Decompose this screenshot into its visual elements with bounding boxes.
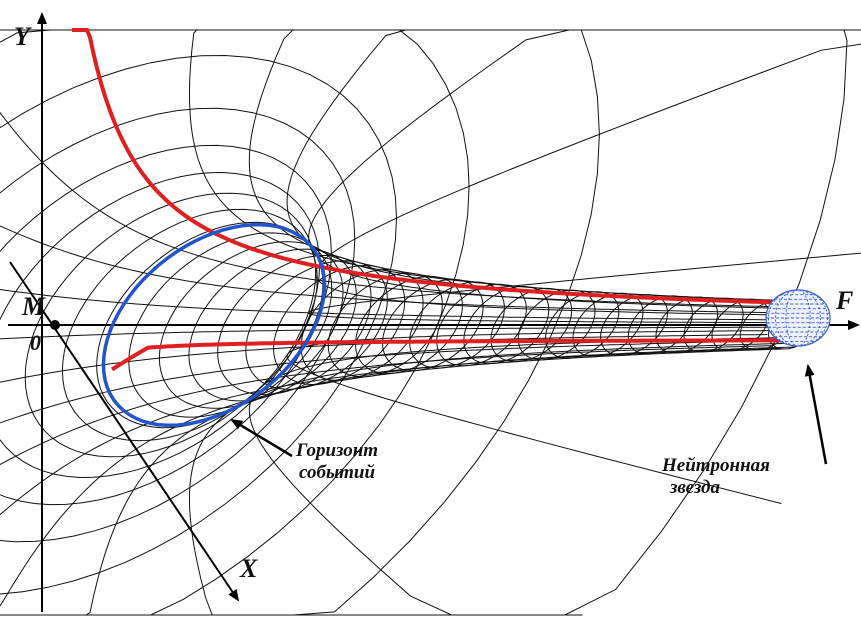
mesh-ring-line bbox=[600, 294, 669, 356]
axis-label-x: X bbox=[240, 554, 258, 583]
mesh-meridian-line bbox=[0, 225, 779, 314]
axis-label-f: F bbox=[836, 286, 854, 315]
neutron-star-meridian bbox=[775, 289, 822, 347]
mesh-meridian-line bbox=[188, 342, 803, 616]
axis-label-y: Y bbox=[14, 22, 30, 51]
mesh-ring-line bbox=[627, 295, 693, 355]
funnel-outline-lower bbox=[110, 338, 799, 372]
mesh-meridian-line bbox=[0, 111, 786, 308]
mesh-ring-line bbox=[683, 297, 744, 353]
mesh-ring-line bbox=[0, 54, 398, 595]
mesh-meridian-line bbox=[308, 252, 861, 324]
mesh-ring-line bbox=[517, 289, 596, 361]
horizon-caption-line1: Горизонт bbox=[296, 440, 379, 461]
mesh-ring-line bbox=[24, 192, 317, 458]
mesh-meridian-line bbox=[0, 348, 786, 607]
horizon-caption-line2: событий bbox=[299, 462, 376, 483]
mesh-ring-line bbox=[572, 292, 644, 358]
mesh-meridian-line bbox=[54, 346, 795, 616]
neutron-star bbox=[765, 289, 831, 347]
mesh-ring-line bbox=[61, 208, 318, 442]
mesh-meridian-line bbox=[0, 326, 769, 340]
spacetime-mesh bbox=[0, 29, 861, 616]
origin-point bbox=[50, 320, 60, 330]
mesh-meridian-line bbox=[188, 29, 803, 302]
mesh-ring-line bbox=[545, 291, 620, 359]
mesh-ring-line bbox=[188, 248, 357, 402]
star-caption-line2: звезда bbox=[670, 477, 720, 498]
star-caption-line1: Нейтронная bbox=[662, 455, 770, 476]
mesh-meridian-line bbox=[308, 29, 861, 310]
mesh-meridian-line bbox=[0, 347, 779, 516]
point-label-m: M bbox=[22, 292, 46, 321]
mesh-ring-line bbox=[0, 144, 332, 506]
mesh-ring-line bbox=[711, 298, 770, 352]
mesh-meridian-line bbox=[286, 29, 816, 305]
x-axis bbox=[9, 261, 240, 602]
funnel-outline-top bbox=[72, 28, 799, 306]
event-horizon-ring bbox=[101, 222, 327, 428]
mesh-meridian-line bbox=[0, 340, 769, 424]
mesh-ring-line bbox=[0, 107, 356, 543]
mesh-ring-line bbox=[0, 171, 321, 479]
horizon-caption: Горизонт событий bbox=[296, 440, 378, 484]
mesh-ring-line bbox=[655, 296, 719, 354]
mesh-meridian-line bbox=[0, 289, 773, 321]
origin-label: 0 bbox=[30, 330, 41, 355]
mesh-ring-line bbox=[0, 29, 470, 616]
horizon-arrow bbox=[230, 418, 293, 458]
mesh-ring-line bbox=[158, 241, 344, 409]
neutron-star-meridian bbox=[768, 289, 829, 347]
star-caption: Нейтронная звезда bbox=[662, 455, 770, 499]
star-arrow bbox=[804, 364, 828, 465]
mesh-ring-line bbox=[0, 29, 600, 616]
